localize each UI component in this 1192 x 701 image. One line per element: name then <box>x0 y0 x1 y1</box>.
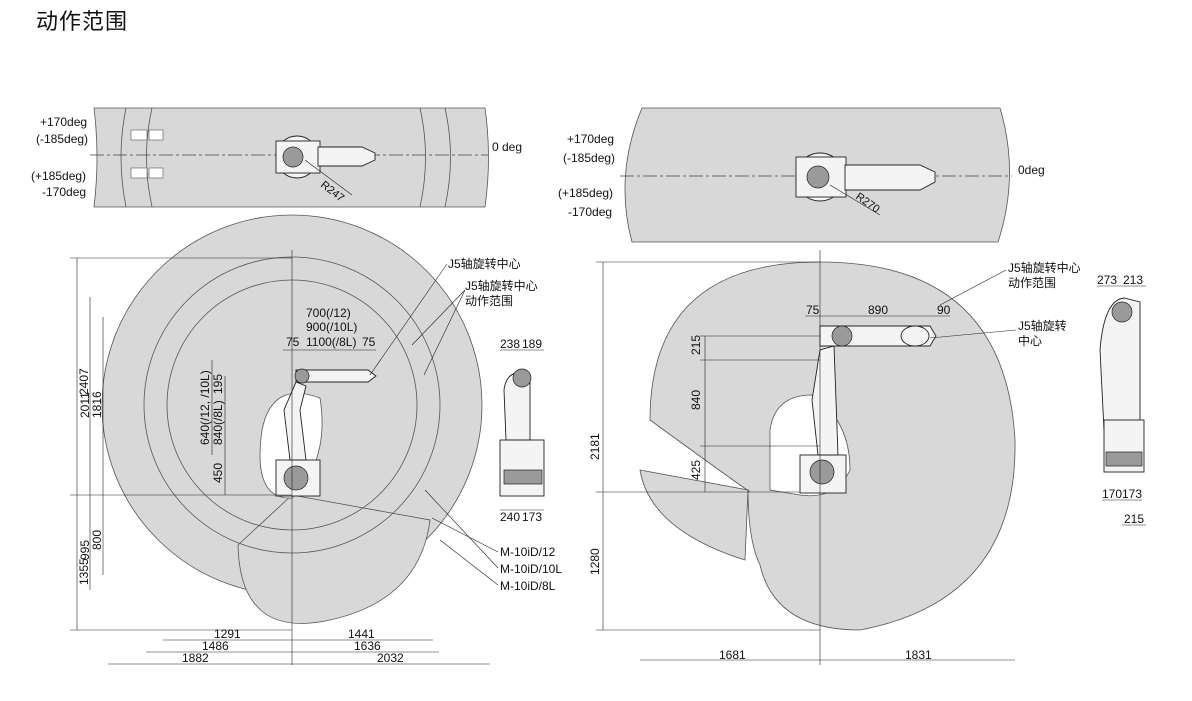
top-right-angle-2: (-185deg) <box>563 151 615 165</box>
model-label-8l: M-10iD/8L <box>500 579 556 593</box>
left-reach-1100: 1100(/8L) <box>306 335 356 349</box>
top-left-robot <box>275 135 376 179</box>
left-top-dim-75b: 75 <box>362 335 376 349</box>
right-callout-center-2: 中心 <box>1018 333 1042 348</box>
left-dim-450: 450 <box>211 463 225 483</box>
right-side-dim-173: 173 <box>1122 487 1142 501</box>
right-side-view: 2181 215 840 425 1280 75 890 90 1681 183… <box>588 250 1146 665</box>
right-small-side-view: 273 213 170 173 215 <box>1097 273 1146 526</box>
model-label-12: M-10iD/12 <box>500 545 556 559</box>
left-dim-1291: 1291 <box>214 627 241 641</box>
left-dim-1816: 1816 <box>90 391 104 418</box>
right-dim-425: 425 <box>689 460 703 480</box>
right-callout-center-1: J5轴旋转 <box>1018 318 1067 333</box>
right-top-dim-75: 75 <box>806 303 820 317</box>
right-dim-1681: 1681 <box>719 648 746 662</box>
right-top-dim-90: 90 <box>937 303 951 317</box>
left-dim-1486: 1486 <box>202 639 229 653</box>
left-side-dim-189: 189 <box>522 337 542 351</box>
top-left-zero-label: 0 deg <box>492 140 522 154</box>
left-callout-range-2: 动作范围 <box>465 294 513 308</box>
top-right-angle-1: +170deg <box>567 132 614 146</box>
left-dim-1636: 1636 <box>354 639 381 653</box>
top-left-angle-3: (+185deg) <box>31 169 86 183</box>
top-left-angle-4: -170deg <box>42 185 86 199</box>
left-side-dim-240: 240 <box>500 510 520 524</box>
left-reach-700: 700(/12) <box>306 306 351 320</box>
right-robot <box>799 325 937 494</box>
top-left-angle-2: (-185deg) <box>36 132 88 146</box>
left-side-dim-173: 173 <box>522 510 542 524</box>
left-robot <box>275 368 377 497</box>
right-side-dim-213: 213 <box>1123 273 1143 287</box>
right-dim-2181: 2181 <box>588 433 602 460</box>
top-left-angle-1: +170deg <box>40 115 87 129</box>
right-dim-215: 215 <box>689 335 703 355</box>
right-top-dim-890: 890 <box>868 303 888 317</box>
right-side-dim-170: 170 <box>1102 487 1122 501</box>
left-dim-840: 840(/8L) <box>211 400 225 445</box>
left-small-side-view: 238 189 240 173 <box>499 337 545 524</box>
right-dim-840: 840 <box>689 390 703 410</box>
left-dim-800: 800 <box>90 530 104 550</box>
left-dim-2032: 2032 <box>377 651 404 665</box>
left-top-dim-75a: 75 <box>286 335 300 349</box>
right-callout-range-1: J5轴旋转中心 <box>1008 260 1081 275</box>
top-right-plan-view: 0deg +170deg (-185deg) (+185deg) -170deg… <box>558 107 1045 243</box>
right-callout-range-2: 动作范围 <box>1008 276 1056 290</box>
left-side-view: 2407 2011 1816 195 640(/12, /10L) 840(/8… <box>70 214 562 665</box>
left-dim-1882: 1882 <box>182 651 209 665</box>
top-left-plan-view: 0 deg +170deg (-185deg) (+185deg) -170de… <box>31 107 522 208</box>
right-dim-1280: 1280 <box>588 548 602 575</box>
right-dim-1831: 1831 <box>905 648 932 662</box>
top-right-angle-3: (+185deg) <box>558 186 613 200</box>
left-callout-range-1: J5轴旋转中心 <box>465 278 538 293</box>
top-right-zero-label: 0deg <box>1018 163 1045 177</box>
top-right-angle-4: -170deg <box>568 205 612 219</box>
left-side-dim-238: 238 <box>500 337 520 351</box>
left-dim-1441: 1441 <box>348 627 375 641</box>
left-reach-900: 900(/10L) <box>306 320 357 334</box>
left-callout-j5-center: J5轴旋转中心 <box>448 256 521 271</box>
page-title: 动作范围 <box>36 10 129 35</box>
left-dim-1355: 1355 <box>77 558 91 585</box>
top-right-robot <box>795 152 936 202</box>
right-range-lower <box>639 469 749 561</box>
right-side-dim-215: 215 <box>1124 512 1144 526</box>
left-dim-195: 195 <box>211 374 225 394</box>
left-dim-640: 640(/12, /10L) <box>198 370 212 445</box>
left-range-lower <box>237 494 431 624</box>
left-dim-995: 995 <box>78 540 92 560</box>
left-dim-2407: 2407 <box>77 368 91 395</box>
model-label-10l: M-10iD/10L <box>500 562 562 576</box>
left-dim-2011: 2011 <box>78 392 92 418</box>
right-side-dim-273: 273 <box>1097 273 1117 287</box>
